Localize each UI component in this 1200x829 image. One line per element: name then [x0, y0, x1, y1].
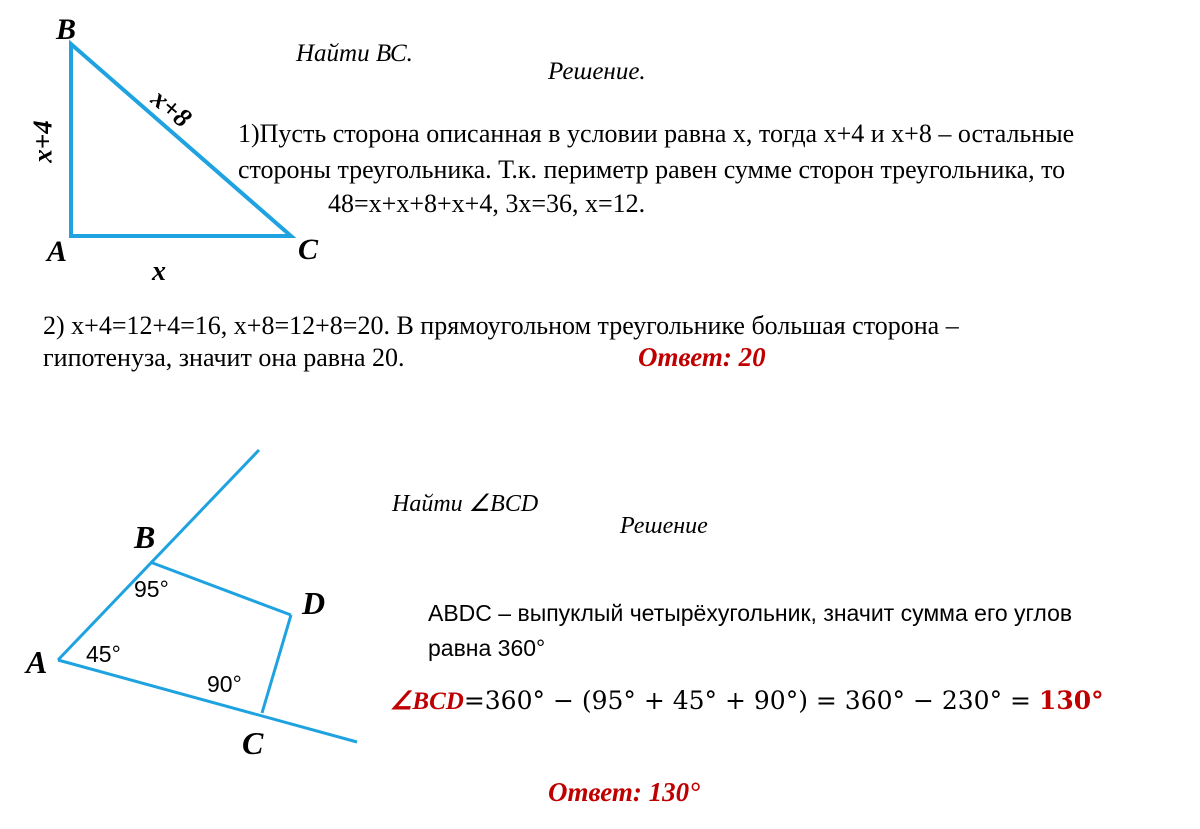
formula-result: 130°: [1038, 686, 1104, 715]
angle-b-label: 95°: [134, 576, 169, 602]
formula-expression: =360° − (95° + 45° + 90°) = 360° − 230° …: [463, 686, 1039, 715]
vertex-c-label-2: C: [242, 725, 264, 761]
task2-formula: ∠BCD=360° − (95° + 45° + 90°) = 360° − 2…: [390, 686, 1104, 716]
task2-solution-heading: Решение: [620, 513, 708, 539]
ray-ab: [56, 448, 261, 662]
vertex-a-label-1: A: [47, 235, 68, 268]
segment-bd: [149, 560, 292, 617]
vertex-b-label-2: B: [134, 519, 156, 555]
segment-dc: [260, 614, 293, 714]
task1-find: Найти ВС.: [296, 40, 413, 67]
vertex-b-label-1: B: [56, 13, 77, 46]
ray-ac: [57, 658, 358, 744]
vertex-a-label-2: A: [26, 644, 48, 680]
task2-answer: Ответ: 130°: [548, 777, 700, 807]
task2-text-line1: ABDC – выпуклый четырёхугольник, значит …: [428, 600, 1073, 626]
formula-label: ∠BCD: [390, 688, 464, 715]
task1-step2-line1: 2) x+4=12+4=16, x+8=12+8=20. В прямоугол…: [43, 311, 959, 340]
task1-answer: Ответ: 20: [638, 342, 766, 372]
task1-step1-line2: стороны треугольника. Т.к. периметр раве…: [238, 155, 1066, 184]
vertex-d-label-2: D: [302, 585, 326, 621]
task2-text-line2: равна 360°: [428, 635, 546, 661]
side-ac-label: x: [152, 256, 166, 287]
triangle-abc: [69, 39, 297, 238]
task2-find: Найти ∠BCD: [392, 491, 539, 517]
task1-step1-line1: 1)Пусть сторона описанная в условии равн…: [238, 119, 1075, 148]
task1-step2-line2: гипотенуза, значит она равна 20.: [43, 343, 405, 372]
task1-step1-line3: 48=x+x+8+x+4, 3x=36, x=12.: [328, 189, 646, 218]
angle-c-label: 90°: [207, 671, 242, 697]
task1-solution-heading: Решение.: [548, 58, 646, 85]
vertex-c-label-1: C: [298, 233, 319, 266]
angle-a-label: 45°: [86, 641, 121, 667]
